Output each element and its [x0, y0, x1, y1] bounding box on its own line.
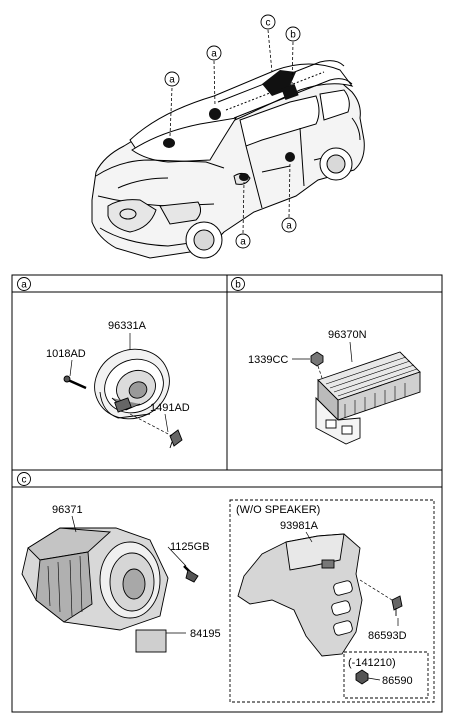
callout-letter: a — [211, 49, 217, 60]
vehicle-callout-letters: a a c b a a — [169, 18, 296, 248]
section-a-speaker — [63, 348, 183, 449]
section-c-marker — [17, 472, 31, 486]
section-b-labels: 96370N 1339CC — [248, 329, 367, 366]
section-b-marker — [231, 277, 245, 291]
vehicle-component-marks — [163, 70, 299, 181]
section-a-labels: 96331A 1018AD 1491AD — [46, 320, 190, 414]
part-number-1491ad: 1491AD — [150, 402, 190, 414]
callout-letter: b — [290, 30, 296, 41]
callout-c-roof — [260, 14, 276, 30]
part-number-93981a: 93981A — [280, 520, 319, 532]
part-number-86593d: 86593D — [368, 630, 407, 642]
variant-labels: 93981A 86593D 86590 — [280, 520, 413, 687]
vehicle-callouts — [164, 14, 301, 249]
variant-titles: (W/O SPEAKER) (-141210) — [236, 504, 396, 669]
callout-letter: a — [240, 237, 246, 248]
section-marker-letters: a b c — [21, 280, 241, 486]
variant-title: (W/O SPEAKER) — [236, 504, 320, 516]
variant-cover — [237, 533, 403, 685]
section-a-letter: a — [21, 280, 27, 291]
panel-frames — [11, 274, 443, 713]
section-c-leaders — [71, 515, 187, 634]
part-number-86590: 86590 — [382, 675, 413, 687]
section-b-leaders — [292, 341, 353, 379]
section-b-amplifier — [310, 351, 421, 445]
section-c-letter: c — [22, 475, 27, 486]
section-b-letter: b — [235, 280, 241, 291]
part-number-1125gb: 1125GB — [170, 541, 210, 553]
section-c-labels: 96371 1125GB 84195 — [52, 504, 221, 640]
callout-a-rear-door — [281, 217, 297, 233]
callout-letter: a — [169, 75, 175, 86]
vehicle-illustration — [91, 60, 365, 259]
section-a-leaders — [69, 333, 173, 437]
part-number-96370n: 96370N — [328, 329, 367, 341]
part-number-96331a: 96331A — [108, 320, 147, 332]
callout-a-roof — [206, 45, 222, 61]
callout-letter: a — [286, 221, 292, 232]
variant-box — [229, 499, 435, 703]
callout-a-windshield — [164, 71, 180, 87]
part-number-1339cc: 1339CC — [248, 354, 288, 366]
part-number-84195: 84195 — [190, 628, 221, 640]
variant-leaders — [305, 531, 399, 681]
callout-letter: c — [266, 18, 271, 29]
section-c-subwoofer — [21, 527, 199, 653]
part-number-1018ad: 1018AD — [46, 348, 86, 360]
section-a-marker — [17, 277, 31, 291]
part-number-96371: 96371 — [52, 504, 83, 516]
vehicle-leader-lines — [169, 29, 294, 234]
callout-b-roof — [285, 26, 301, 42]
section-markers — [17, 277, 245, 486]
sub-variant-title: (-141210) — [348, 657, 396, 669]
callout-a-front-door — [235, 233, 251, 249]
